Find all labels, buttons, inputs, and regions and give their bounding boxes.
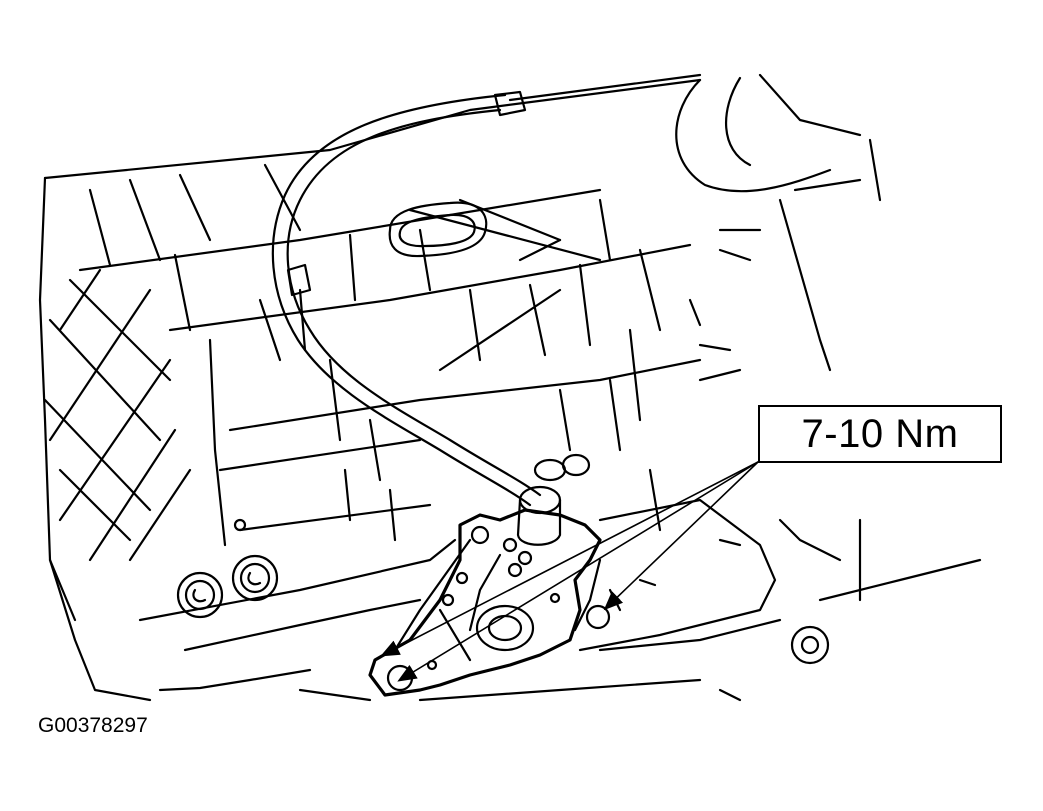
oval-boss xyxy=(388,201,488,258)
torque-arrows xyxy=(380,461,759,682)
housing-ribs xyxy=(43,198,602,562)
cable-fitting xyxy=(516,453,591,546)
oil-pan xyxy=(418,498,982,702)
shift-cable xyxy=(271,73,702,507)
torque-label: 7-10 Nm xyxy=(801,411,959,456)
arrow-icon xyxy=(380,461,759,657)
upper-bracket xyxy=(675,73,882,382)
torque-callout: 7-10 Nm xyxy=(758,405,1002,463)
transmission-housing xyxy=(38,78,702,702)
arrow-icon xyxy=(397,461,759,682)
mount-bolts xyxy=(176,518,279,619)
arrow-icon xyxy=(603,461,759,611)
figure-id: G00378297 xyxy=(38,714,148,737)
